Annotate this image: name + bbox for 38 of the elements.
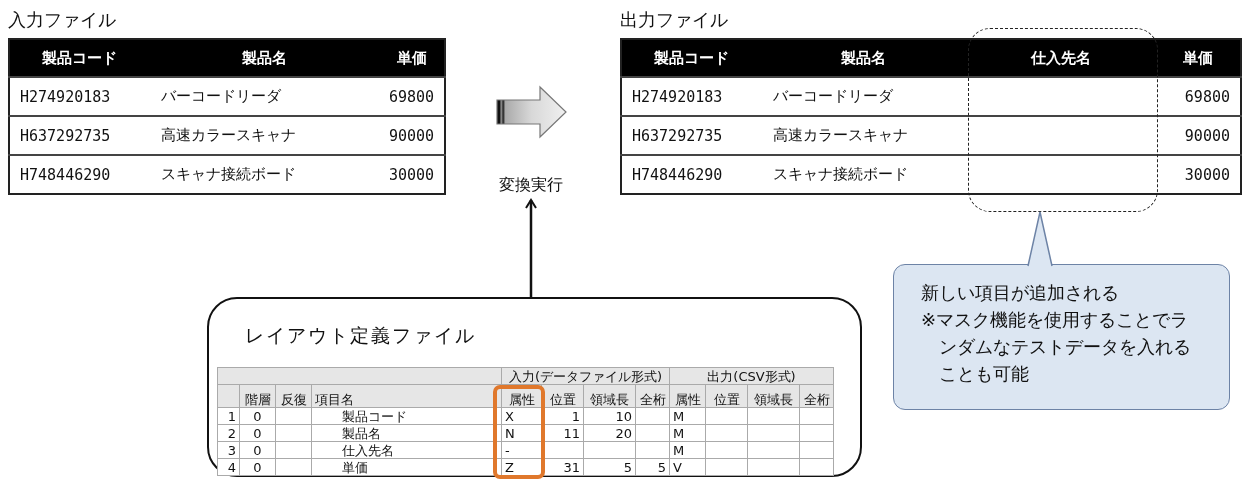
header-cell: 製品名 xyxy=(761,39,966,77)
table-cell: H637292735 xyxy=(621,116,761,155)
table-cell: 高速カラースキャナ xyxy=(149,116,379,155)
document-title: レイアウト定義ファイル xyxy=(245,323,476,348)
table-cell: H748446290 xyxy=(621,155,761,194)
table-cell: 入力(データファイル形式) xyxy=(501,367,670,385)
file-title: 入力ファイル xyxy=(8,8,116,32)
table-cell: 30000 xyxy=(379,155,445,194)
table-cell: 90000 xyxy=(1156,116,1241,155)
table-cell: スキャナ接続ボード xyxy=(149,155,379,194)
table-cell: 69800 xyxy=(379,77,445,116)
table-cell: 出力(CSV形式) xyxy=(669,367,834,385)
callout-text: ※マスク機能を使用することでランダムなテストデータを入れることも可能 xyxy=(921,308,1192,386)
table-cell: H274920183 xyxy=(9,77,149,116)
header-cell: 製品コード xyxy=(621,39,761,77)
table-cell: バーコードリーダ xyxy=(149,77,379,116)
header-cell: 製品コード xyxy=(9,39,149,77)
table-cell: H274920183 xyxy=(621,77,761,116)
step-label: 変換実行 xyxy=(495,172,567,198)
arrow xyxy=(525,199,537,297)
header-cell: 単価 xyxy=(1156,39,1241,77)
table-cell: 30000 xyxy=(1156,155,1241,194)
table-cell: H748446290 xyxy=(9,155,149,194)
callout-box xyxy=(893,264,1230,410)
header-cell: 製品名 xyxy=(149,39,379,77)
table-cell: スキャナ接続ボード xyxy=(761,155,966,194)
file-title: 出力ファイル xyxy=(620,8,728,32)
block-arrow xyxy=(496,85,567,139)
header-cell: 単価 xyxy=(379,39,445,77)
table-cell: 69800 xyxy=(1156,77,1241,116)
table-cell: H637292735 xyxy=(9,116,149,155)
callout-pointer xyxy=(1027,211,1053,267)
callout-text: 新しい項目が追加される xyxy=(921,281,1120,305)
header-cell: 仕入先名 xyxy=(966,39,1156,77)
document-box xyxy=(207,297,862,477)
table-cell: 高速カラースキャナ xyxy=(761,116,966,155)
table-cell: 90000 xyxy=(379,116,445,155)
table-cell: バーコードリーダ xyxy=(761,77,966,116)
